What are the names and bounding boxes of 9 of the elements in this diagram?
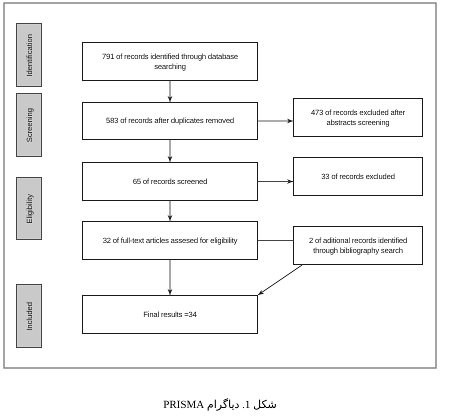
arrow [168,200,172,222]
arrow [258,264,302,296]
arrow [258,118,294,124]
arrow [168,140,172,162]
arrow [258,179,294,184]
arrow [168,80,172,102]
arrow [168,260,172,296]
caption: شکل 1. دیاگرام PRISMA [163,399,277,411]
connector-line [258,240,294,241]
